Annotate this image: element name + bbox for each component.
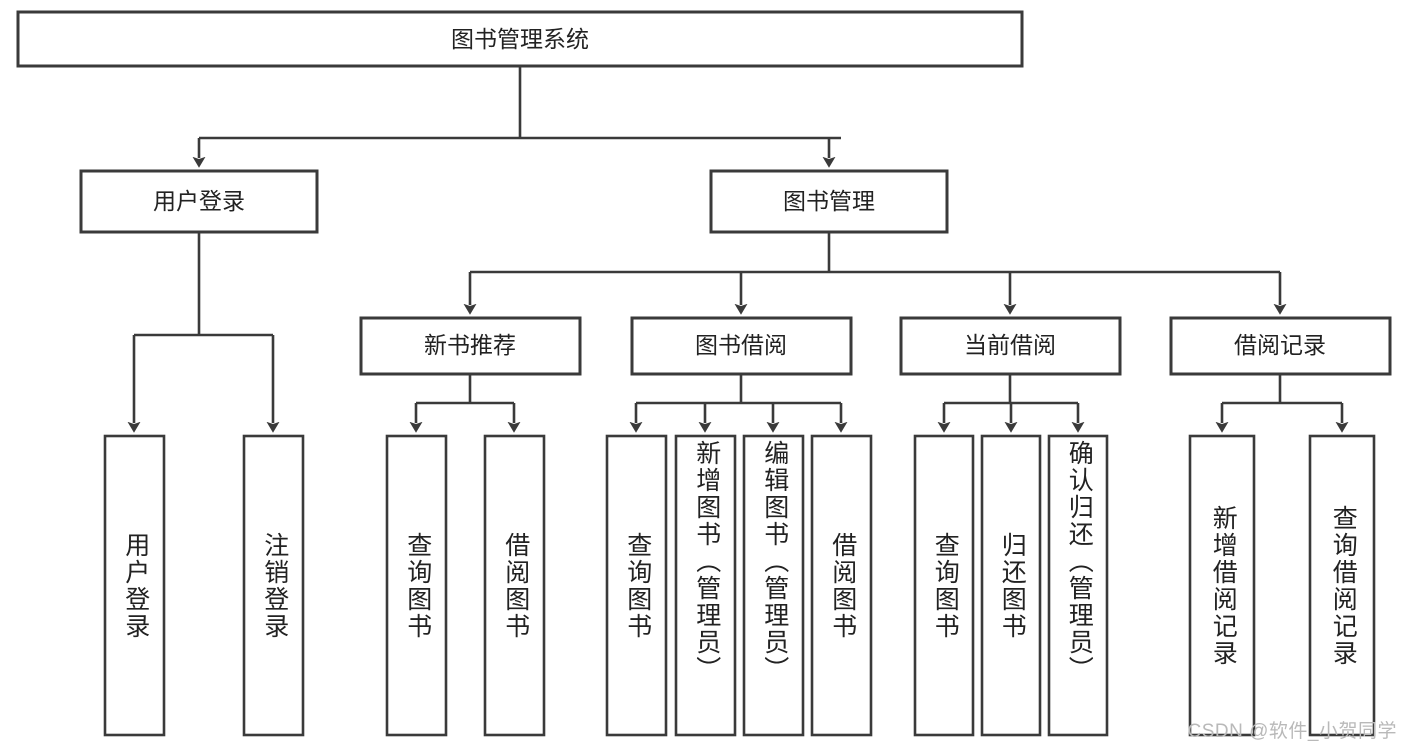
leaf-node-add-borrow-record[interactable] <box>1188 434 1256 737</box>
node-current-borrow[interactable]: 当前借阅 <box>899 316 1122 376</box>
node-book-management-label: 图书管理 <box>783 188 875 214</box>
leaf-node-query-book-borrow[interactable] <box>605 434 668 737</box>
node-user-login[interactable]: 用户登录 <box>79 169 319 234</box>
leaf-node-return-book[interactable] <box>980 434 1042 737</box>
node-book-borrow[interactable]: 图书借阅 <box>630 316 853 376</box>
node-root-label: 图书管理系统 <box>451 26 589 52</box>
leaf-node-query-book-current[interactable] <box>913 434 975 737</box>
connector-newbook-to-leaves <box>409 374 521 433</box>
node-current-borrow-label: 当前借阅 <box>964 332 1056 358</box>
leaf-node-user-login[interactable] <box>103 434 166 737</box>
leaf-node-confirm-return-admin[interactable] <box>1047 434 1109 737</box>
node-borrow-records-label: 借阅记录 <box>1234 332 1326 358</box>
connector-userlogin-to-leaves <box>127 232 280 433</box>
leaf-node-query-book-recommend[interactable] <box>385 434 448 737</box>
node-root[interactable]: 图书管理系统 <box>16 10 1024 68</box>
node-new-book-recommend[interactable]: 新书推荐 <box>359 316 582 376</box>
node-new-book-recommend-label: 新书推荐 <box>424 332 516 358</box>
leaf-node-query-borrow-record[interactable] <box>1308 434 1376 737</box>
leaf-node-add-book-admin[interactable] <box>674 434 737 737</box>
node-user-login-label: 用户登录 <box>153 188 245 214</box>
connector-records-to-leaves <box>1215 374 1349 433</box>
node-book-borrow-label: 图书借阅 <box>695 332 787 358</box>
leaf-node-edit-book-admin[interactable] <box>742 434 805 737</box>
connector-bookmgmt-to-level2 <box>463 232 1287 315</box>
connector-root-to-level1 <box>192 66 841 168</box>
node-book-management[interactable]: 图书管理 <box>709 169 949 234</box>
connector-borrow-to-leaves <box>629 374 848 433</box>
leaf-node-borrow-book-recommend[interactable] <box>483 434 546 737</box>
node-borrow-records[interactable]: 借阅记录 <box>1169 316 1392 376</box>
leaf-node-borrow-book[interactable] <box>810 434 873 737</box>
csdn-watermark: CSDN @软件_小贺同学 <box>1187 721 1397 742</box>
leaf-node-logout[interactable] <box>242 434 305 737</box>
connector-current-to-leaves <box>937 374 1085 433</box>
